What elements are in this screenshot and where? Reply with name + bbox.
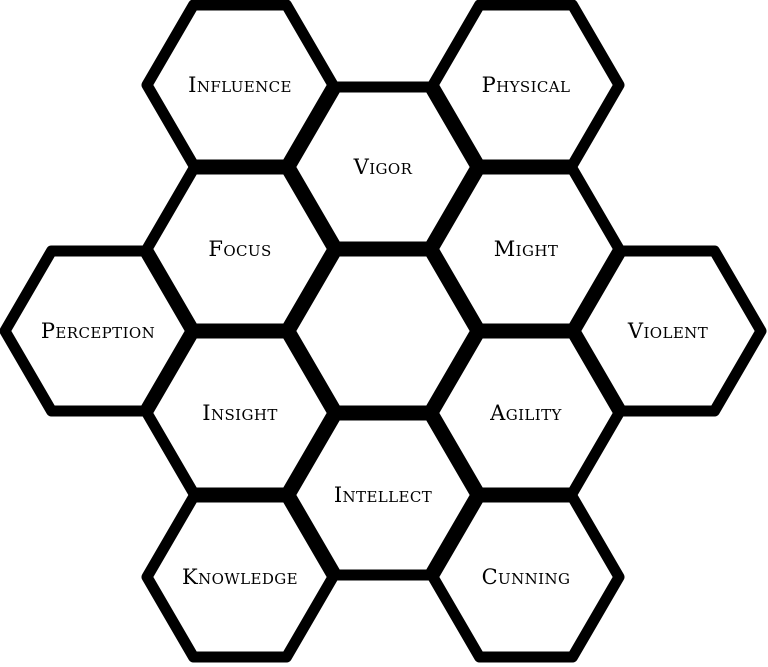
hex-label-violent: Violent <box>627 319 708 343</box>
hex-label-cunning: Cunning <box>482 565 571 589</box>
hex-label-vigor: Vigor <box>353 155 413 179</box>
hex-label-knowledge: Knowledge <box>182 565 298 589</box>
hex-label-influence: Influence <box>188 73 292 97</box>
hex-label-agility: Agility <box>489 401 562 425</box>
hexagon-cunning <box>427 491 625 663</box>
hex-cell-cunning: Cunning <box>427 491 625 663</box>
hex-label-insight: Insight <box>202 401 278 425</box>
hex-label-intellect: Intellect <box>334 483 432 507</box>
hex-label-perception: Perception <box>41 319 155 343</box>
hex-label-focus: Focus <box>208 237 271 261</box>
hex-label-might: Might <box>494 237 559 261</box>
hex-cell-influence: Influence <box>141 0 339 171</box>
hexagon-knowledge <box>141 491 339 663</box>
hex-cell-knowledge: Knowledge <box>141 491 339 663</box>
hex-cell-insight: Insight <box>141 327 339 499</box>
hex-label-physical: Physical <box>482 73 571 97</box>
